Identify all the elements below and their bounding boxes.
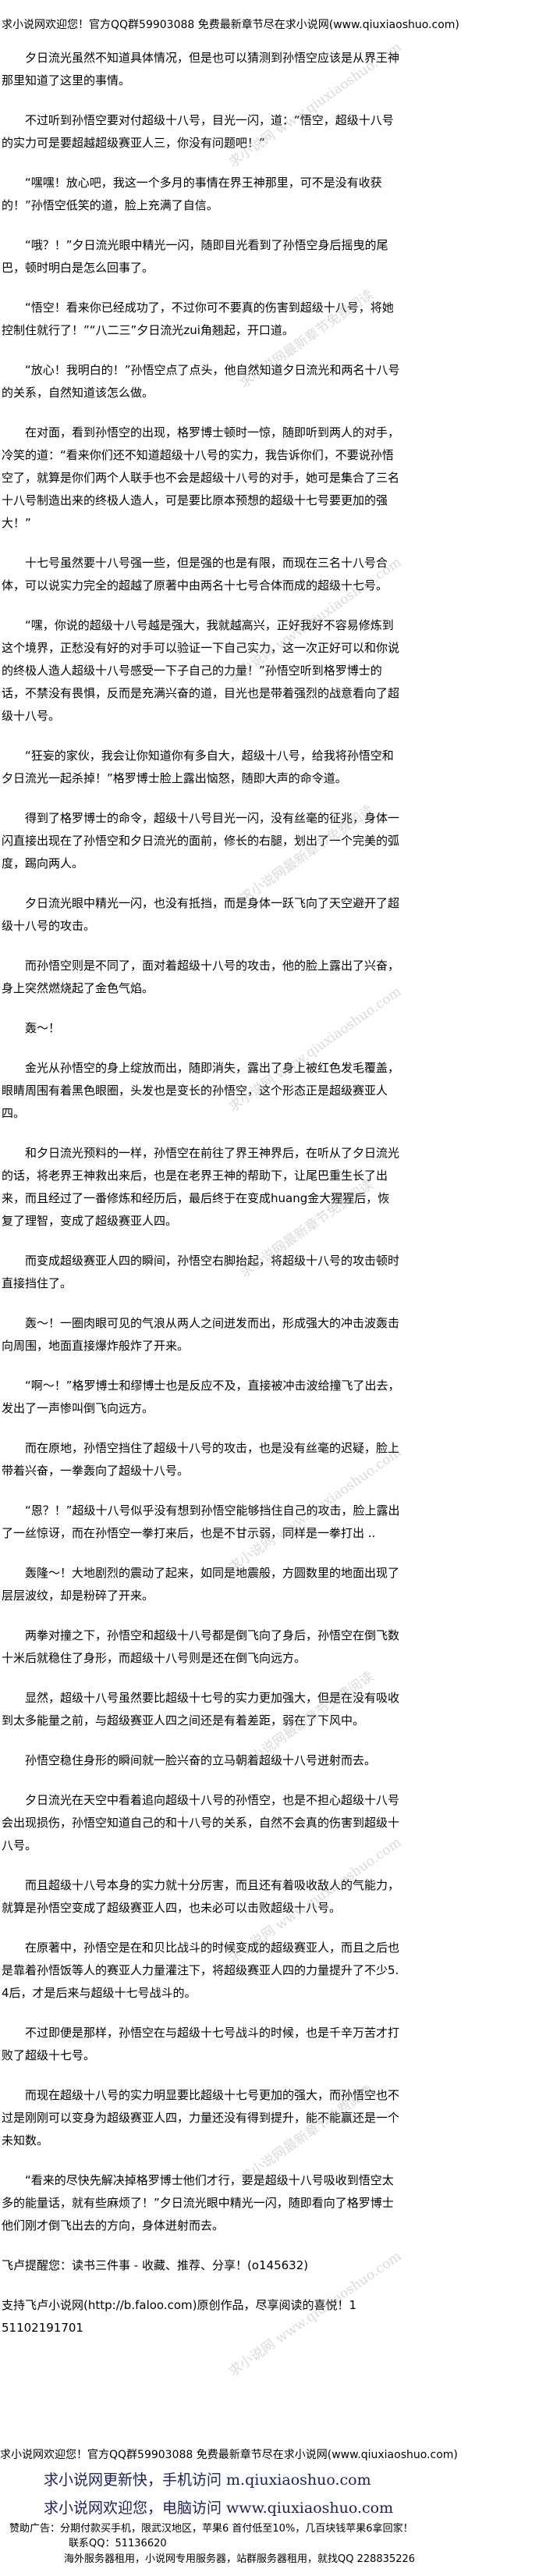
paragraph: 不过听到孙悟空要对付超级十八号，目光一闪，道：“悟空，超级十八号的实力可是要超越… (2, 113, 394, 150)
paragraph: 而且超级十八号本身的实力就十分厉害，而且还有着吸收敌人的气能力，就算是孙悟空变成… (2, 1878, 400, 1915)
paragraph: 金光从孙悟空的身上绽放而出，随即消失，露出了身上被红色发毛覆盖，眼睛周围有着黑色… (2, 1061, 400, 1120)
paragraph: “狂妄的家伙，我会让你知道你有多自大，超级十八号，给我将孙悟空和夕日流光一起杀掉… (2, 749, 394, 785)
paragraph: 而变成超级赛亚人四的瞬间，孙悟空右脚抬起，将超级十八号的攻击顿时直接挡住了。 (2, 1254, 400, 1290)
paragraph: 而孙悟空则是不同了，面对着超级十八号的攻击，他的脸上露出了兴奋，身上突然燃烧起了… (2, 959, 400, 995)
paragraph: 显然，超级十八号虽然要比超级十七号的实力更加强大，但是在没有吸收到太多能量之前，… (2, 1691, 400, 1727)
paragraph-list: 夕日流光虽然不知道具体情况，但是也可以猜测到孙悟空应该是从界王神那里知道了这里的… (2, 47, 401, 2237)
paragraph: 而现在超级十八号的实力明显要比超级十七号更加的强大，而孙悟空也不过是刚刚可以变身… (2, 2088, 400, 2147)
server-ad[interactable]: 海外服务器租用，小说网专用服务器，站群服务器租用，就找QQ 228835226 (64, 2553, 416, 2565)
paragraph: 夕日流光虽然不知道具体情况，但是也可以猜测到孙悟空应该是从界王神那里知道了这里的… (2, 51, 400, 87)
paragraph: 夕日流光眼中精光一闪，也没有抵挡，而是身体一跃飞向了天空避开了超级十八号的攻击。 (2, 896, 400, 933)
paragraph: “嘿，你说的超级十八号越是强大，我就越高兴，正好我好不容易修炼到这个境界，正愁没… (2, 618, 400, 723)
paragraph: 得到了格罗博士的命令，超级十八号目光一闪，没有丝毫的征兆，身体一闪直接出现在了孙… (2, 811, 400, 870)
footer: 求小说网欢迎您！官方QQ群59903088 免费最新章节尽在求小说网(www.q… (0, 2445, 546, 2568)
paragraph: “啊～！”格罗博士和缪博士也是反应不及，直接被冲击波给撞飞了出去，发出了一声惨叫… (2, 1379, 400, 1415)
paragraph: 在原著中，孙悟空是在和贝比战斗的时候变成的超级赛亚人，而且之后也是靠着孙悟饭等人… (2, 1941, 400, 2000)
paragraph: 轰～！ (25, 1021, 61, 1035)
faloo-code: 51102191701 (2, 2321, 83, 2335)
paragraph: “放心！我明白的！”孙悟空点了点头，他自然知道夕日流光和两名十八号的关系，自然知… (2, 363, 400, 400)
paragraph: 轰～！一圈肉眼可见的气浪从两人之间迸发而出，形成强大的冲击波轰击向周围，地面直接… (2, 1316, 400, 1353)
sponsor-ad[interactable]: 赞助广告：分期付款买手机，限武汉地区，苹果6 首付低至10%，几百块钱苹果6拿回… (9, 2523, 413, 2535)
paragraph: “嘿嘿！放心吧，我这一个多月的事情在界王神那里，可不是没有收获的！”孙悟空低笑的… (2, 176, 382, 212)
paragraph: 夕日流光在天空中看着追向超级十八号的孙悟空，也是不担心超级十八号会出现损伤，孙悟… (2, 1793, 400, 1852)
paragraph: “哦？！”夕日流光眼中精光一闪，随即目光看到了孙悟空身后摇曳的尾巴，顿时明白是怎… (2, 238, 388, 275)
footer-banner: 求小说网欢迎您！官方QQ群59903088 免费最新章节尽在求小说网(www.q… (0, 2449, 458, 2461)
pc-access-link[interactable]: 求小说网欢迎您，电脑访问 www.qiuxiaoshuo.com (44, 2500, 394, 2517)
paragraph: “悟空！看来你已经成功了，不过你可不要真的伤害到超级十八号，将她控制住就行了！”… (2, 301, 394, 337)
mobile-access-link[interactable]: 求小说网更新快，手机访问 m.qiuxiaoshuo.com (44, 2471, 371, 2489)
paragraph: “恩？！”超级十八号似乎没有想到孙悟空能够挡住自己的攻击，脸上露出了一丝惊讶，而… (2, 1503, 400, 1540)
faloo-reminder: 飞卢提醒您：读书三件事 - 收藏、推荐、分享！(o145632) (2, 2258, 309, 2272)
paragraph: 而在原地，孙悟空挡住了超级十八号的攻击，也是没有丝毫的迟疑，脸上带着兴奋，一拳轰… (2, 1441, 400, 1478)
paragraph: 在对面，看到孙悟空的出现，格罗博士顿时一惊，随即听到两人的对手，冷笑的道：“看来… (2, 425, 400, 530)
header-banner: 求小说网欢迎您！官方QQ群59903088 免费最新章节尽在求小说网(www.q… (2, 19, 459, 31)
paragraph: 十七号虽然要十八号强一些，但是强的也是有限，而现在三名十八号合体，可以说实力完全… (2, 556, 388, 592)
paragraph: 不过即便是那样，孙悟空在与超级十七号战斗的时候，也是千辛万苦才打败了超级十七号。 (2, 2026, 400, 2062)
chapter-content: 求小说网欢迎您！官方QQ群59903088 免费最新章节尽在求小说网(www.q… (2, 14, 459, 2339)
sponsor-contact: 联系QQ：51136620 (69, 2538, 167, 2549)
paragraph: 两拳对撞之下，孙悟空和超级十八号都是倒飞向了身后，孙悟空在倒飞数十米后就稳住了身… (2, 1628, 400, 1665)
paragraph: 孙悟空稳住身形的瞬间就一脸兴奋的立马朝着超级十八号迸射而去。 (25, 1753, 377, 1767)
paragraph: “看来的尽快先解决掉格罗博士他们才行，要是超级十八号吸收到悟空太多的能量话，就有… (2, 2173, 394, 2233)
faloo-support-link[interactable]: 支持飞卢小说网(http://b.faloo.com)原创作品，尽享阅读的喜悦！… (2, 2298, 357, 2312)
paragraph: 和夕日流光预料的一样，孙悟空在前往了界王神界后，在听从了夕日流光的话，将老界王神… (2, 1146, 400, 1228)
paragraph: 轰隆～！大地剧烈的震动了起来，如同是地震般，方圆数里的地面出现了层层波纹，却是粉… (2, 1566, 400, 1603)
